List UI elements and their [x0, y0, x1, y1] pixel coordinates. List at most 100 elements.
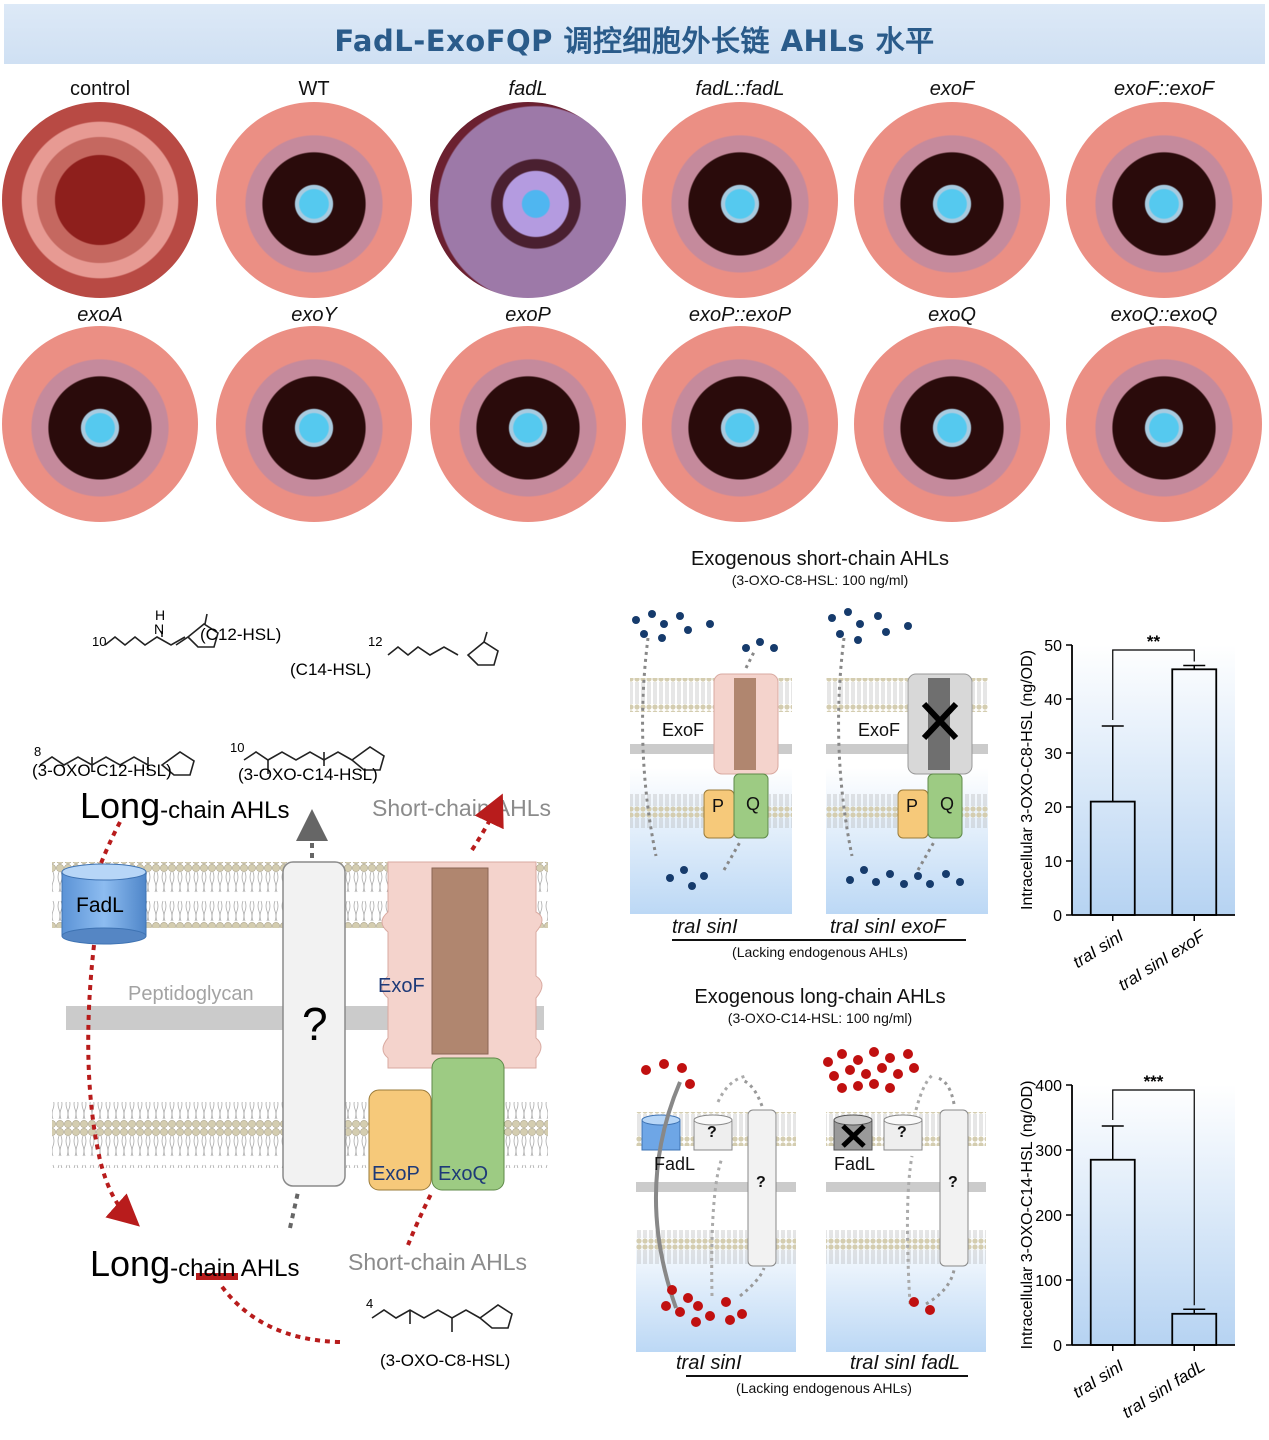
long-chain-schematic [636, 1047, 986, 1352]
fadl-label: FadL [76, 894, 124, 917]
plate-label: exoP::exoP [688, 304, 792, 326]
long-fadl-wt-label: FadL [654, 1154, 696, 1174]
short-panel-subtitle: (3-OXO-C8-HSL: 100 ng/ml) [731, 572, 909, 588]
plate-label: exoQ [928, 304, 976, 326]
n10b-subscript: 10 [230, 740, 244, 755]
longchain-import-arrow [86, 821, 128, 1216]
y-tick-label: 50 [1044, 638, 1062, 655]
culture-plate [854, 326, 1050, 522]
short-footer-rule [672, 939, 966, 941]
export-arrow-mutant [916, 841, 936, 871]
exop-label: ExoP [372, 1163, 420, 1185]
h-atom: H [155, 607, 165, 623]
y-tick-label: 400 [1035, 1078, 1062, 1095]
transporter-flux-mutant [925, 1076, 956, 1306]
unknown-cylinder-mutant [883, 1114, 923, 1151]
y-tick-label: 30 [1044, 746, 1062, 763]
long-chain-bottom: Long-chain AHLs [90, 1243, 300, 1284]
exoq-protein [431, 1057, 505, 1191]
short-chain-bottom: Short-chain AHLs [348, 1249, 527, 1275]
unknown-flux-wt [710, 1074, 747, 1297]
x-tick-label: traI sinI [1070, 1356, 1128, 1402]
long-footer: (Lacking endogenous AHLs) [736, 1380, 912, 1396]
short-exof-mut-label: ExoF [858, 720, 901, 740]
oxo-c14-structure [243, 746, 385, 774]
long-q-transporter-mut: ? [948, 1174, 958, 1191]
title-banner: FadL-ExoFQP 调控细胞外长链 AHLs 水平 [4, 4, 1265, 64]
plate-label: fadL::fadL [695, 78, 785, 100]
n4-subscript: 4 [366, 1296, 373, 1311]
short-exof-wt-label: ExoF [662, 720, 705, 740]
exof-label: ExoF [378, 975, 425, 997]
exof-channel-wt [713, 673, 779, 775]
culture-plate [854, 102, 1050, 298]
unknown-transporter [282, 861, 346, 1187]
unknown-flux-mutant [905, 1072, 935, 1305]
short-q-wt-label: Q [746, 794, 761, 814]
culture-plate [2, 326, 198, 522]
long-strain1: traI sinI [676, 1352, 742, 1374]
long-panel-subtitle: (3-OXO-C14-HSL: 100 ng/ml) [727, 1010, 913, 1026]
y-tick-label: 100 [1035, 1273, 1062, 1290]
culture-plate [2, 102, 198, 298]
unknown-export-arrow [288, 825, 312, 1229]
plot-area [1072, 1085, 1235, 1345]
c12-hsl-structure [104, 613, 219, 648]
y-tick-label: 20 [1044, 800, 1062, 817]
short-panel-title: Exogenous short-chain AHLs [691, 548, 949, 570]
plate-label: exoF::exoF [1113, 78, 1215, 100]
culture-plate [642, 102, 838, 298]
short-chain-schematic [630, 608, 988, 914]
figure-title: FadL-ExoFQP 调控细胞外长链 AHLs 水平 [334, 24, 935, 58]
exop-protein [368, 1089, 432, 1191]
n12-subscript: 12 [368, 634, 382, 649]
export-arrow-wt [722, 651, 756, 871]
peptidoglycan-label: Peptidoglycan [128, 983, 254, 1005]
long-chain-top: Long-chain AHLs [80, 785, 290, 826]
plate-label: exoY [291, 304, 337, 326]
y-axis-label: Intracellular 3-OXO-C8-HSL (ng/OD) [1019, 650, 1036, 910]
short-p-wt-label: P [712, 796, 725, 816]
ahl-dots-long [641, 1047, 935, 1327]
short-chain-top: Short-chain AHLs [372, 795, 551, 821]
c14-hsl-label: (C14-HSL) [290, 660, 371, 679]
unknown-transporter-mutant [939, 1109, 969, 1267]
culture-plate [642, 326, 838, 522]
short-p-mut-label: P [906, 796, 919, 816]
culture-plate [430, 102, 626, 298]
y-tick-label: 40 [1044, 692, 1062, 709]
model-diagram: 10 N H (C12-HSL) 12 (C14-HSL) 8 (3-OXO-C… [32, 607, 551, 1370]
q-protein-mutant [927, 773, 963, 839]
culture-plate [216, 326, 412, 522]
significance-label: ** [1147, 632, 1161, 651]
long-q-wt: ? [707, 1124, 717, 1141]
y-tick-label: 300 [1035, 1143, 1062, 1160]
ahl-dots-short [632, 608, 964, 890]
c12-hsl-label: (C12-HSL) [200, 625, 281, 644]
oxo-c8-label: (3-OXO-C8-HSL) [380, 1351, 510, 1370]
short-strain2: traI sinI exoF [830, 916, 946, 938]
oxo-c8-structure [371, 1304, 513, 1332]
plate-label: exoF [929, 78, 975, 100]
shortchain-export-arrow [406, 808, 496, 1246]
culture-plate [216, 102, 412, 298]
q-protein-wt [733, 773, 769, 839]
exof-complex [381, 861, 543, 1069]
plate-label: exoQ::exoQ [1110, 304, 1218, 326]
significance-bracket [1112, 1089, 1195, 1306]
culture-plate [1066, 102, 1262, 298]
long-panel-title: Exogenous long-chain AHLs [694, 986, 946, 1008]
exof-channel-mutant [907, 673, 973, 775]
y-axis-label: Intracellular 3-OXO-C14-HSL (ng/OD) [1019, 1081, 1036, 1350]
short-footer: (Lacking endogenous AHLs) [732, 944, 908, 960]
exoq-label: ExoQ [438, 1163, 488, 1185]
long-strain2: traI sinI fadL [850, 1352, 961, 1374]
x-tick-label: traI sinI exoF [1115, 925, 1210, 994]
plate-label: WT [298, 78, 330, 100]
plate-label: control [69, 78, 131, 100]
significance-label: *** [1144, 1072, 1164, 1091]
y-tick-label: 200 [1035, 1208, 1062, 1225]
plot-area [1072, 645, 1235, 915]
c14-hsl-structure [387, 631, 499, 666]
